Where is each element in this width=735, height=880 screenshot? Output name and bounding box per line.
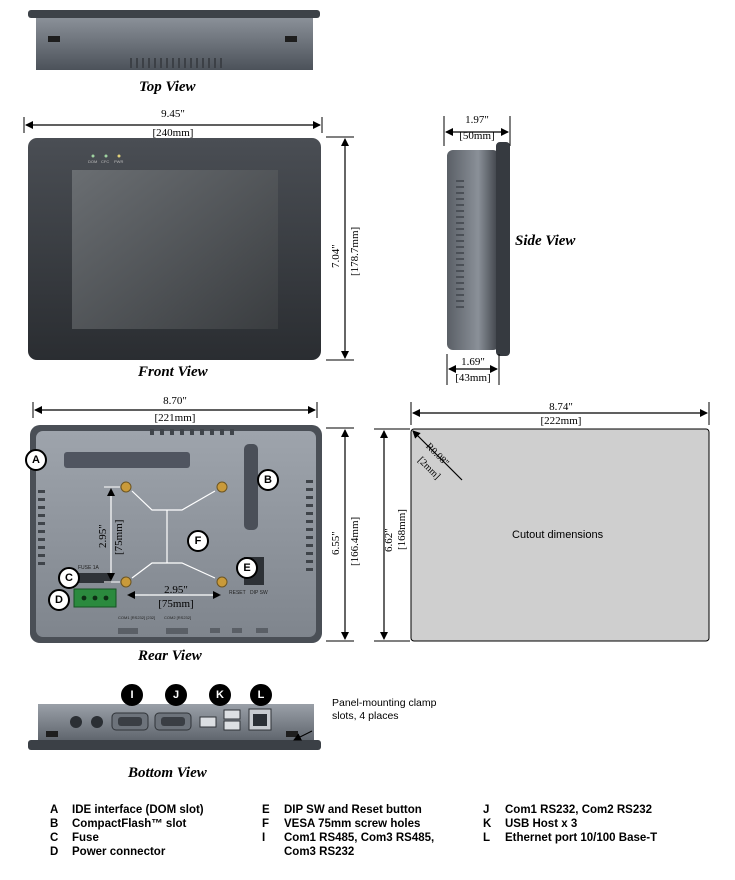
- legend-text: DIP SW and Reset button: [284, 804, 422, 816]
- legend-item-e: E DIP SW and Reset button: [262, 803, 422, 817]
- legend-text: CompactFlash™ slot: [72, 818, 187, 830]
- callout-e: E: [236, 557, 258, 579]
- callout-a: A: [25, 449, 47, 471]
- cutout-shape: [410, 428, 710, 642]
- legend-key: E: [262, 804, 270, 816]
- legend-text: USB Host x 3: [505, 818, 578, 830]
- rear-view-device: [30, 425, 322, 643]
- rear-height-in: 6.55": [330, 531, 342, 555]
- rear-width-in: 8.70": [163, 395, 187, 407]
- side-bottom-mm: [43mm]: [455, 372, 491, 384]
- com1-label: COM1 [RS232] [232]: [118, 615, 156, 620]
- top-view-device: [28, 10, 320, 70]
- legend-text: Ethernet port 10/100 Base-T: [505, 832, 658, 844]
- side-top-mm: [50mm]: [459, 130, 495, 142]
- legend-item-c: C Fuse: [50, 831, 99, 845]
- callout-c: C: [58, 567, 80, 589]
- dip-label: DIP SW: [250, 590, 268, 596]
- front-view-device: [28, 138, 321, 360]
- callout-f: F: [187, 530, 209, 552]
- side-bottom-in: 1.69": [461, 356, 485, 368]
- bottom-view-title: Bottom View: [128, 765, 207, 781]
- clamp-note-line1: Panel-mounting clamp: [332, 697, 437, 709]
- reset-label: RESET: [229, 590, 246, 596]
- legend-key: B: [50, 818, 59, 830]
- side-view-title: Side View: [515, 233, 576, 249]
- legend-key: I: [262, 832, 266, 844]
- legend-key: L: [483, 832, 491, 844]
- led-label-dom: DOM: [88, 159, 98, 164]
- front-height-mm: [178.7mm]: [349, 226, 361, 276]
- legend-text: Com1 RS232, Com2 RS232: [505, 804, 653, 816]
- front-width-dimension: [23, 117, 323, 133]
- vesa-vertical-in: 2.95": [97, 524, 109, 548]
- legend-text: VESA 75mm screw holes: [284, 818, 421, 830]
- legend-text: IDE interface (DOM slot): [72, 804, 204, 816]
- legend-key: D: [50, 846, 59, 858]
- vesa-vertical-dimension: [104, 486, 120, 583]
- legend-item-b: B CompactFlash™ slot: [50, 817, 186, 831]
- legend-item-i: I Com1 RS485, Com3 RS485,: [262, 831, 434, 845]
- top-view-title: Top View: [139, 79, 196, 95]
- callout-j: J: [165, 684, 187, 706]
- legend-key: J: [483, 804, 490, 816]
- legend-text: Com3 RS232: [284, 846, 355, 858]
- corner-radius-leader: [412, 430, 463, 481]
- callout-k: K: [209, 684, 231, 706]
- legend-item-j: J Com1 RS232, Com2 RS232: [483, 803, 652, 817]
- front-width-in: 9.45": [161, 108, 185, 120]
- side-top-in: 1.97": [465, 114, 489, 126]
- cutout-width-dimension: [410, 402, 710, 425]
- bottom-view-device: [28, 704, 321, 750]
- clamp-slot-leader: [293, 730, 313, 741]
- callout-i: I: [121, 684, 143, 706]
- vesa-horizontal-mm: [75mm]: [158, 598, 194, 610]
- legend-item-d: D Power connector: [50, 845, 165, 859]
- rear-height-dimension: [326, 427, 354, 642]
- legend-item-k: K USB Host x 3: [483, 817, 577, 831]
- side-bottom-dimension: [446, 354, 500, 385]
- cutout-height-dimension: [374, 428, 410, 642]
- vesa-vertical-mm: [75mm]: [113, 519, 125, 555]
- side-top-dimension: [443, 116, 511, 146]
- legend-key: F: [262, 818, 270, 830]
- legend-text: Power connector: [72, 846, 166, 858]
- legend-text: Fuse: [72, 832, 99, 844]
- cutout-label: Cutout dimensions: [512, 529, 604, 541]
- fuse-label: FUSE 1A: [78, 565, 99, 571]
- rear-view-title: Rear View: [138, 648, 202, 664]
- legend-item-a: A IDE interface (DOM slot): [50, 803, 204, 817]
- legend-item-f: F VESA 75mm screw holes: [262, 817, 420, 831]
- callout-l: L: [250, 684, 272, 706]
- led-label-pwr: PWR: [114, 159, 124, 164]
- cutout-height-mm: [168mm]: [396, 509, 408, 550]
- legend-key: K: [483, 818, 492, 830]
- rear-width-mm: [221mm]: [154, 412, 196, 424]
- rear-height-mm: [166.4mm]: [349, 516, 361, 566]
- legend-item-i-cont: Com3 RS232: [262, 845, 354, 859]
- rear-width-dimension: [32, 402, 318, 418]
- led-label-cfc: CFC: [101, 159, 110, 164]
- legend-text: Com1 RS485, Com3 RS485,: [284, 832, 435, 844]
- clamp-note-line2: slots, 4 places: [332, 710, 399, 722]
- front-view-title: Front View: [138, 364, 208, 380]
- front-height-dimension: [326, 136, 354, 361]
- vesa-horizontal-in: 2.95": [164, 584, 188, 596]
- front-height-in: 7.04": [330, 244, 342, 268]
- com2-label: COM2 [RS232]: [164, 615, 192, 620]
- cutout-width-in: 8.74": [549, 401, 573, 413]
- callout-b: B: [257, 469, 279, 491]
- front-width-mm: [240mm]: [152, 127, 194, 139]
- legend-key: C: [50, 832, 59, 844]
- side-view-device: [447, 142, 510, 356]
- callout-d: D: [48, 589, 70, 611]
- cutout-height-in: 6.62": [383, 528, 395, 552]
- cutout-width-mm: [222mm]: [540, 415, 582, 427]
- legend-key: A: [50, 804, 59, 816]
- legend-item-l: L Ethernet port 10/100 Base-T: [483, 831, 657, 845]
